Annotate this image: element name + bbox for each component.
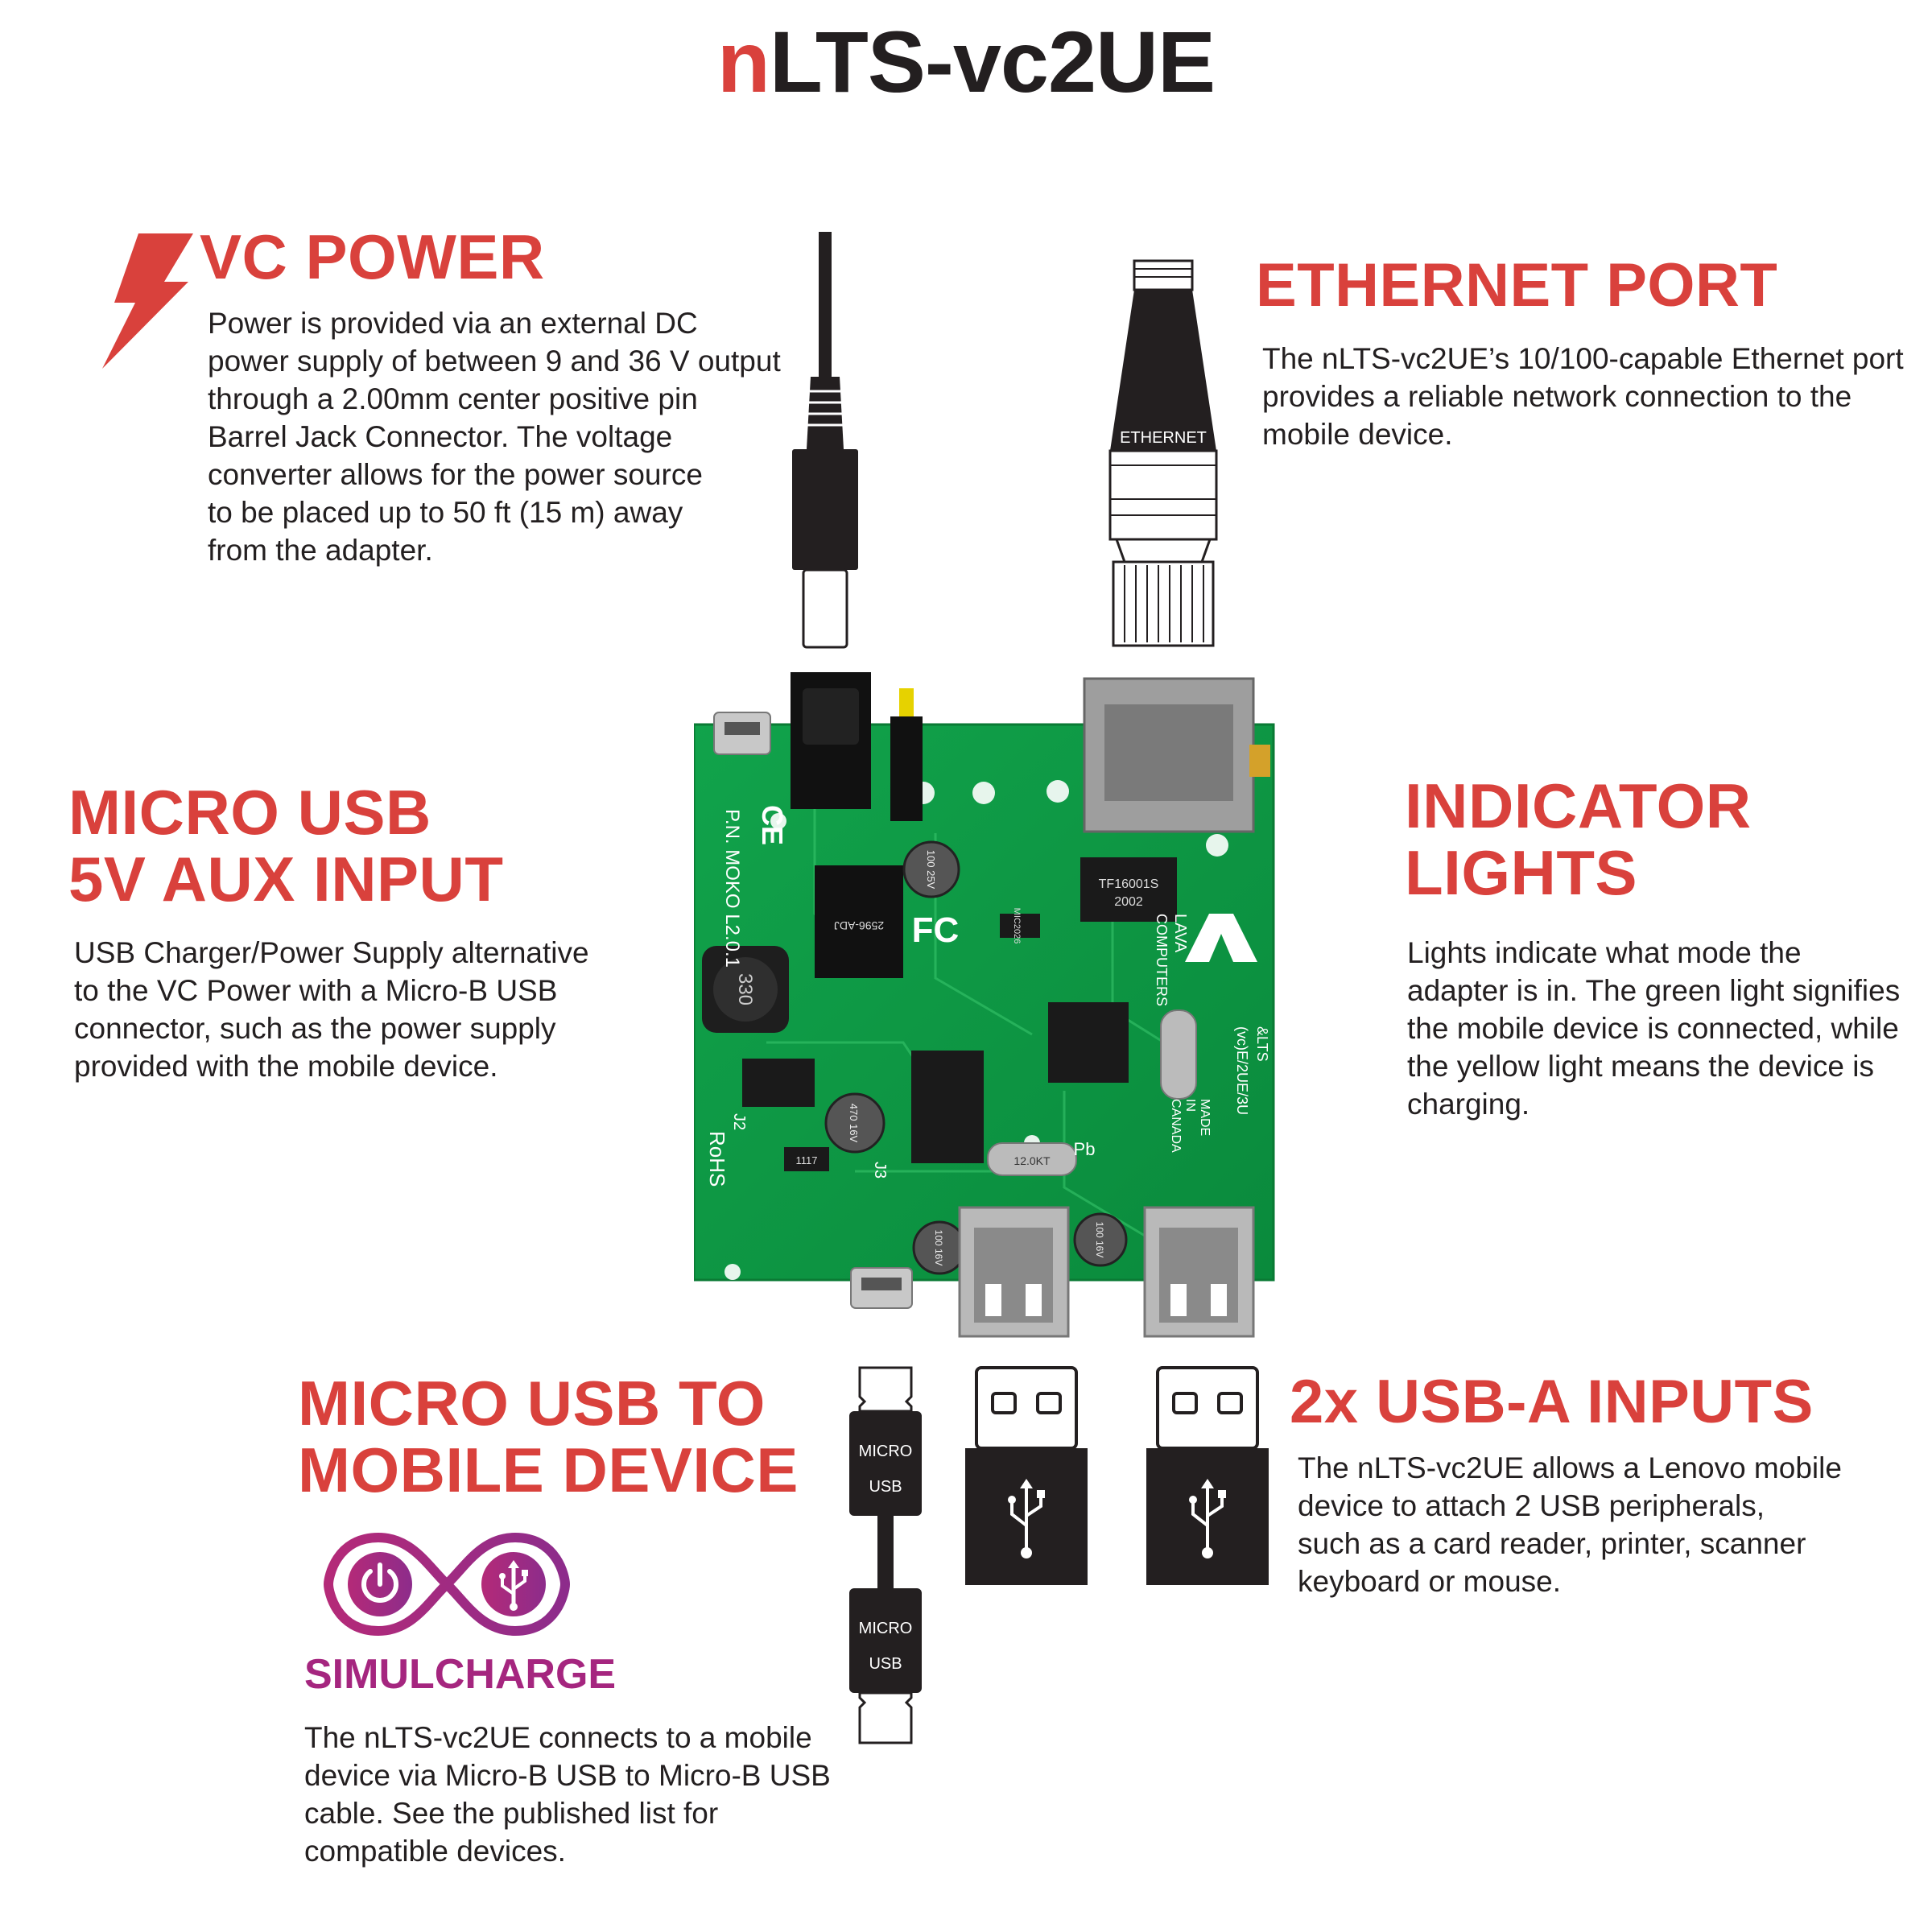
usb-a-line: such as a card reader, printer, scanner	[1298, 1527, 1806, 1560]
model-line: &LTS	[1254, 1026, 1270, 1062]
j3-label: J3	[871, 1162, 889, 1179]
micro-usb-aux-line: provided with the mobile device.	[74, 1050, 498, 1083]
vc-power-line: Power is provided via an external DC	[208, 307, 698, 340]
micro-usb-aux-line: USB Charger/Power Supply alternative	[74, 936, 589, 969]
made-line: MADE	[1198, 1099, 1212, 1136]
indicator-heading-line: INDICATOR	[1405, 770, 1752, 841]
xtal-label: 12.0KT	[1013, 1154, 1051, 1167]
magnetics-chip	[1080, 857, 1177, 922]
part-number: P.N. MOKO L2.0.1	[721, 809, 743, 968]
usb-a-plug-icon	[1146, 1366, 1269, 1585]
micro-usb-mobile-heading: MICRO USB TO MOBILE DEVICE	[298, 1370, 799, 1503]
ethernet-line: provides a reliable network connection t…	[1262, 380, 1852, 413]
fcc-mark: FC	[912, 910, 960, 950]
micro-usb-aux-line: to the VC Power with a Micro-B USB	[74, 974, 558, 1007]
vc-power-line: Barrel Jack Connector. The voltage	[208, 420, 673, 453]
ethernet-text: The nLTS-vc2UE’s 10/100-capable Ethernet…	[1262, 340, 1906, 453]
pcb-board: 2596-ADJ 330 100 25V 470 16V 100 16V 100…	[694, 672, 1275, 1338]
simulcharge-logo-icon	[324, 1532, 570, 1637]
micro-usb-mobile-line: The nLTS-vc2UE connects to a mobile	[304, 1721, 812, 1754]
made-line: CANADA	[1169, 1099, 1183, 1153]
indicator-heading-line: LIGHTS	[1405, 836, 1637, 908]
cap1-label: 100 25V	[925, 850, 937, 890]
ethernet-line: mobile device.	[1262, 418, 1453, 451]
title-rest: LTS-vc2UE	[769, 13, 1216, 110]
micro-cable-label: USB	[869, 1478, 902, 1496]
vc-power-text: Power is provided via an external DC pow…	[208, 304, 787, 569]
vc-power-line: converter allows for the power source	[208, 458, 703, 491]
micro-usb-aux-heading: MICRO USB 5V AUX INPUT	[68, 779, 504, 912]
usb-a-line: The nLTS-vc2UE allows a Lenovo mobile	[1298, 1451, 1842, 1484]
regulator-chip	[815, 865, 903, 978]
indicator-line: adapter is in. The green light signifies	[1407, 974, 1901, 1007]
ic1117-label: 1117	[796, 1154, 818, 1166]
micro-cable-label: USB	[869, 1655, 902, 1673]
model-line: (vc)E/2UE/3U	[1234, 1026, 1250, 1115]
micro-usb-mobile-text: The nLTS-vc2UE connects to a mobile devi…	[304, 1719, 836, 1870]
usb-a-line: keyboard or mouse.	[1298, 1565, 1562, 1598]
pb-free-mark: Pb	[1074, 1139, 1096, 1159]
indicator-line: Lights indicate what mode the	[1407, 936, 1802, 969]
micro-usb-aux-text: USB Charger/Power Supply alternative to …	[74, 934, 638, 1085]
ethernet-line: The nLTS-vc2UE’s 10/100-capable Ethernet…	[1262, 342, 1904, 375]
chip1-label: TF16001S	[1099, 877, 1159, 891]
inductor-label: 330	[734, 973, 756, 1005]
ce-mark: CE	[756, 805, 789, 845]
page-title: nLTS-vc2UE	[0, 14, 1932, 110]
micro-usb-mobile-line: compatible devices.	[304, 1835, 566, 1868]
vc-power-line: to be placed up to 50 ft (15 m) away	[208, 496, 683, 529]
micro-usb-aux-heading-line: MICRO USB	[68, 777, 431, 848]
micro-cable-label: MICRO	[859, 1620, 913, 1637]
title-accent: n	[716, 13, 770, 110]
usb-a-heading: 2x USB-A INPUTS	[1290, 1368, 1814, 1436]
lava-logo-icon	[1185, 914, 1257, 962]
usb-a-port	[958, 1206, 1070, 1338]
made-line: IN	[1183, 1099, 1197, 1112]
capacitor	[902, 840, 960, 898]
brand-line: COMPUTERS	[1154, 914, 1170, 1006]
ethernet-cable-label: ETHERNET	[1120, 429, 1207, 447]
simulcharge-label: SIMULCHARGE	[304, 1651, 617, 1698]
cap4-label: 100 16V	[1094, 1222, 1105, 1258]
micro-usb-mobile-line: device via Micro-B USB to Micro-B USB	[304, 1759, 831, 1792]
rohs-mark: RoHS	[705, 1131, 729, 1187]
capacitor	[824, 1092, 886, 1154]
dc-power-cable-icon	[792, 232, 858, 649]
micro-usb-cable-icon: MICRO USB MICRO USB	[849, 1366, 922, 1744]
micro-usb-mobile-heading-line: MOBILE DEVICE	[298, 1434, 799, 1505]
vc-power-line: through a 2.00mm center positive pin	[208, 382, 698, 415]
indicator-led	[899, 688, 914, 720]
indicator-line: the yellow light means the device is	[1407, 1050, 1874, 1083]
vc-power-line: from the adapter.	[208, 534, 433, 567]
usb-a-port	[1143, 1206, 1255, 1338]
usb-a-text: The nLTS-vc2UE allows a Lenovo mobile de…	[1298, 1449, 1893, 1600]
usb-a-line: device to attach 2 USB peripherals,	[1298, 1489, 1765, 1522]
ethernet-heading: ETHERNET PORT	[1256, 251, 1778, 320]
lightning-icon	[102, 233, 193, 369]
micro-usb-mobile-line: cable. See the published list for	[304, 1797, 719, 1830]
indicator-heading: INDICATOR LIGHTS	[1405, 773, 1752, 906]
vc-power-heading: VC POWER	[200, 221, 545, 292]
usb-a-plug-icon	[965, 1366, 1088, 1585]
indicator-text: Lights indicate what mode the adapter is…	[1407, 934, 1922, 1123]
mic-label: MIC2026	[1012, 908, 1022, 944]
chip2-label: 2596-ADJ	[834, 919, 884, 932]
usb-hub-chip	[911, 1051, 984, 1163]
indicator-line: the mobile device is connected, while	[1407, 1012, 1899, 1045]
cap2-label: 470 16V	[848, 1104, 860, 1143]
micro-cable-label: MICRO	[859, 1443, 913, 1460]
chip1b-label: 2002	[1114, 895, 1143, 909]
cap3-label: 100 16V	[933, 1230, 944, 1266]
micro-usb-aux-heading-line: 5V AUX INPUT	[68, 843, 504, 914]
vc-power-line: power supply of between 9 and 36 V outpu…	[208, 345, 781, 378]
j2-label: J2	[730, 1113, 748, 1130]
controller-chip	[1048, 1002, 1129, 1083]
micro-usb-mobile-heading-line: MICRO USB TO	[298, 1368, 766, 1439]
ethernet-cable-icon: ETHERNET	[1108, 259, 1218, 647]
brand-line: LAVA	[1171, 914, 1189, 953]
indicator-line: charging.	[1407, 1088, 1530, 1121]
micro-usb-aux-line: connector, such as the power supply	[74, 1012, 556, 1045]
capacitor	[1073, 1212, 1128, 1267]
